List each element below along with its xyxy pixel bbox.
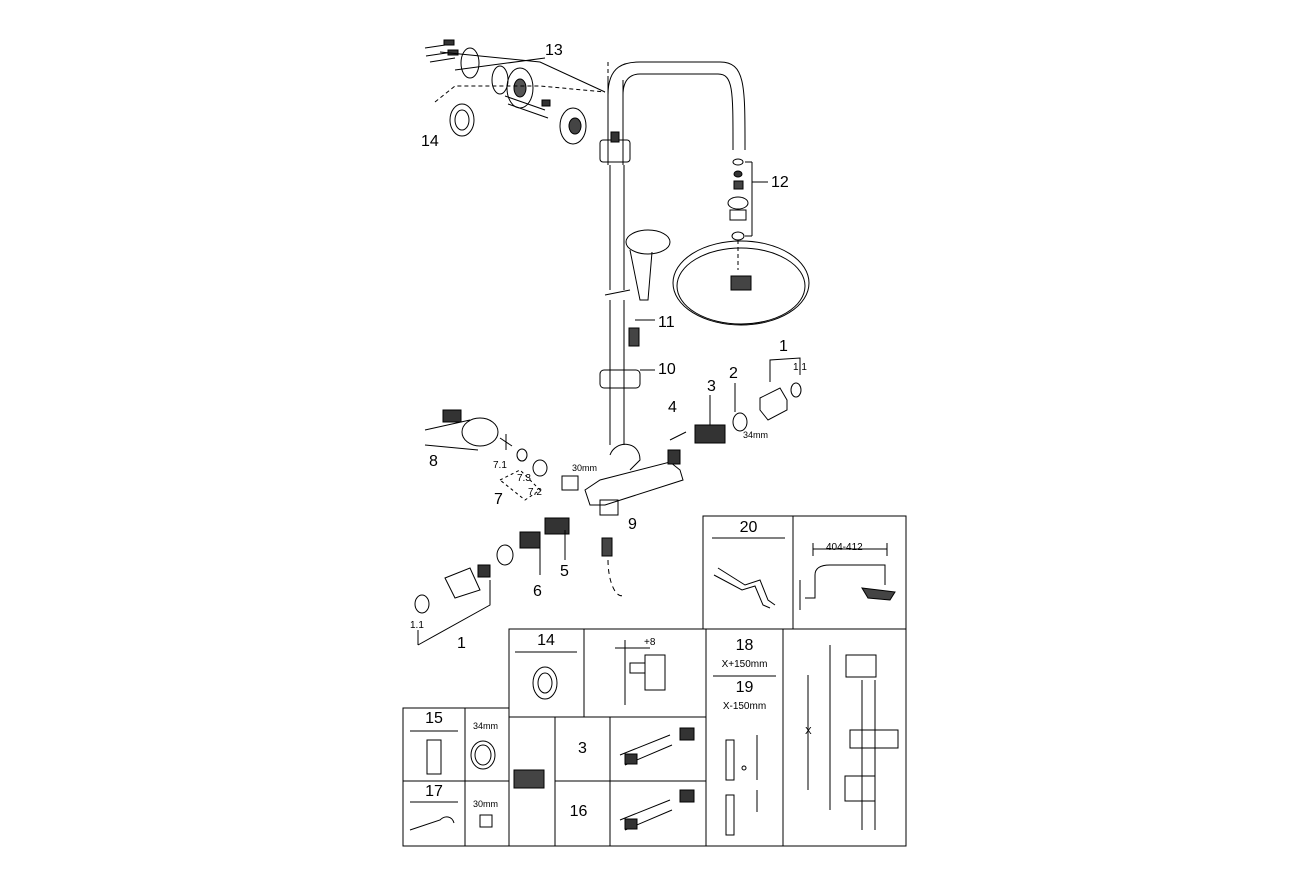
head-shower	[672, 158, 810, 326]
callout-10: 10	[658, 361, 676, 378]
callout-5: 5	[560, 563, 569, 580]
panel-frames	[402, 515, 907, 847]
callout-11: 11	[658, 314, 675, 331]
callout-4: 4	[668, 399, 677, 416]
callout-7-2: 7.2	[528, 487, 542, 498]
callout-3: 3	[707, 378, 716, 395]
rosette-14	[449, 103, 475, 137]
callout-8: 8	[429, 453, 438, 470]
right-valve-parts	[667, 357, 802, 465]
callout-7: 7	[494, 491, 503, 508]
callout-14: 14	[421, 133, 439, 150]
callout-30mm: 30mm	[572, 463, 598, 473]
panel-17-number: 17	[425, 783, 443, 800]
panel-19-label: X-150mm	[722, 701, 767, 712]
panel-18-label: X+150mm	[721, 659, 768, 670]
callout-1-left: 1	[457, 635, 466, 652]
panel-19-number: 19	[735, 679, 754, 696]
panel-20-dimension: 404-412	[826, 542, 863, 553]
callout-1-1-right: 1.1	[793, 362, 807, 373]
callout-1-right: 1	[779, 338, 788, 355]
callout-7-3: 7.3	[517, 473, 531, 484]
panel-20-number: 20	[739, 519, 758, 536]
callout-1-1-left: 1.1	[410, 620, 424, 631]
left-valve-parts	[414, 409, 579, 646]
shower-rail	[599, 60, 746, 445]
panel-3-number: 3	[578, 740, 587, 757]
callout-7-1: 7.1	[493, 460, 507, 471]
panel-15-number: 15	[425, 710, 443, 727]
panel-14-number: 14	[537, 632, 555, 649]
callout-12: 12	[771, 174, 789, 191]
wall-bracket-assembly	[424, 39, 606, 145]
callout-34mm: 34mm	[743, 430, 769, 440]
panel-16-number: 16	[569, 803, 588, 820]
panel-15-size: 34mm	[473, 721, 499, 731]
panel-18-19-x-label: X	[805, 726, 812, 737]
callout-6: 6	[533, 583, 542, 600]
panel-14-offset: +8	[644, 637, 656, 648]
callout-13: 13	[545, 42, 563, 59]
panel-17-size: 30mm	[473, 799, 499, 809]
callout-2: 2	[729, 365, 738, 382]
callout-9: 9	[628, 516, 637, 533]
panel-18-number: 18	[735, 637, 754, 654]
hand-shower	[599, 229, 671, 389]
thermostat-body	[584, 443, 684, 597]
